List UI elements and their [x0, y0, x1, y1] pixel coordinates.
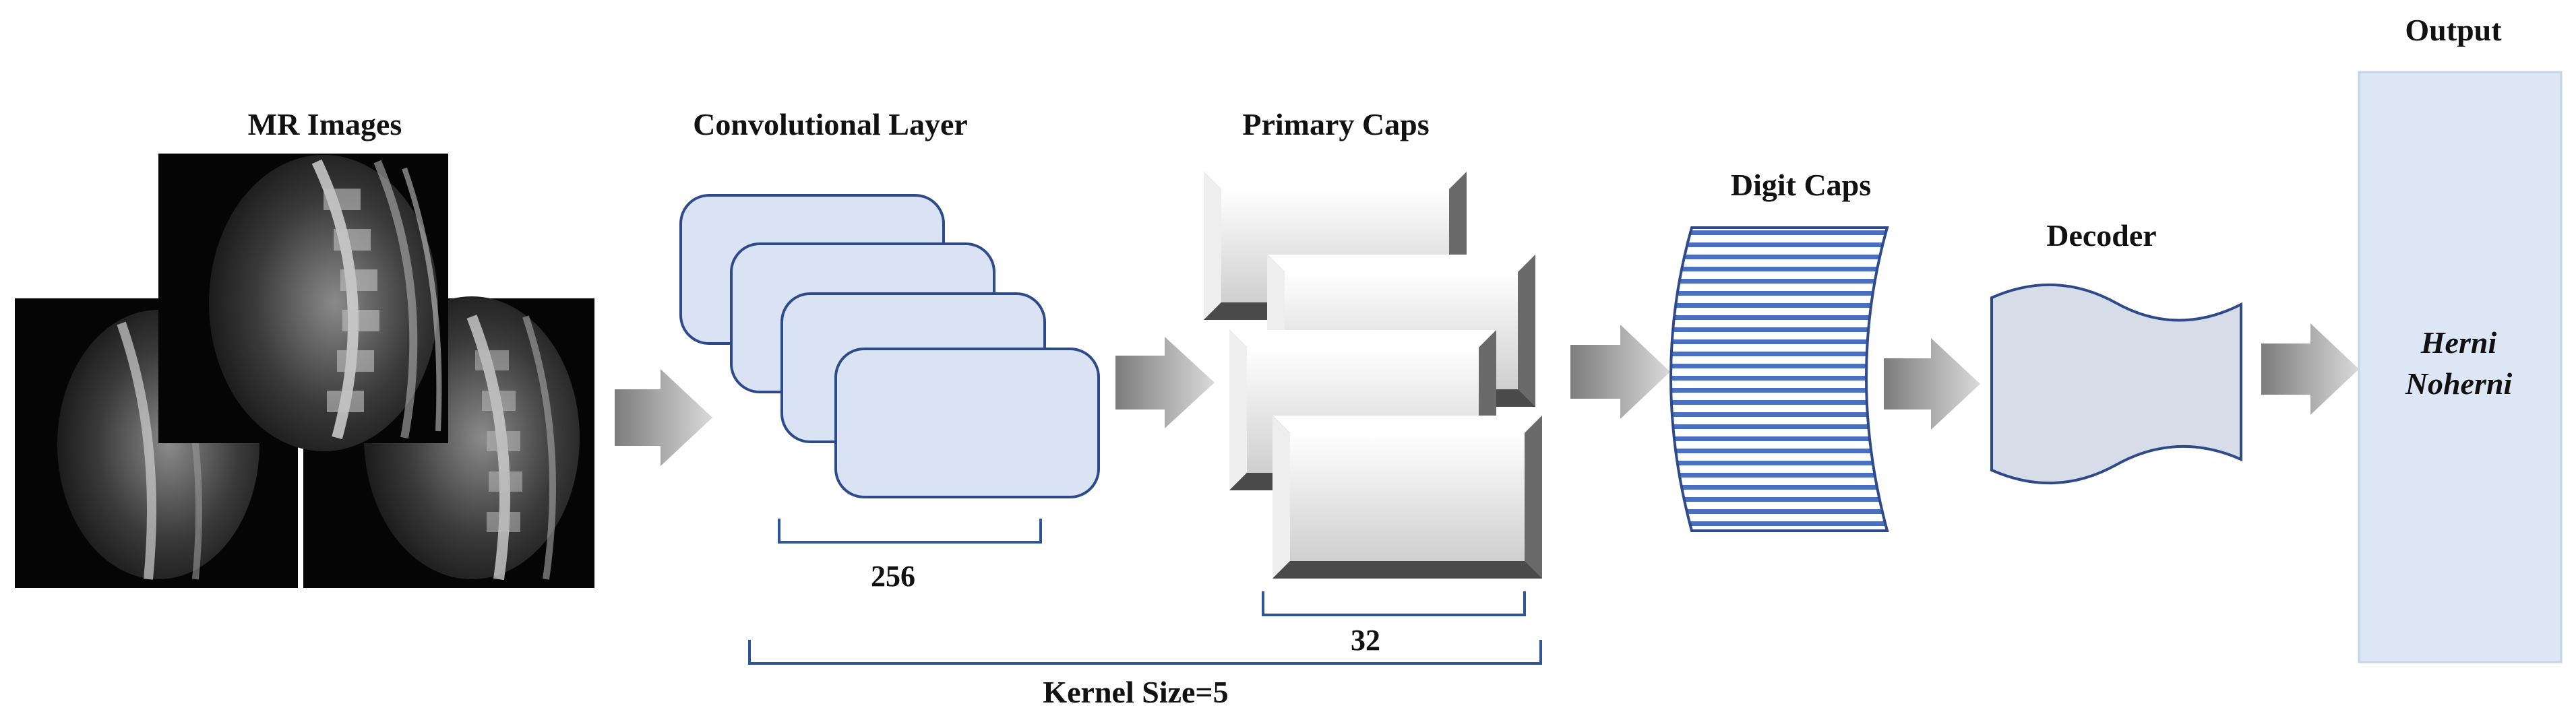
count-256-label: 256 [871, 560, 915, 593]
mri-image-top [158, 154, 448, 451]
output-class-noherni: Noherni [2405, 366, 2513, 401]
digit-caps-shape [1669, 226, 1889, 532]
right-arrow-icon [1884, 338, 1980, 430]
bracket-32 [1262, 591, 1526, 616]
right-arrow-icon [615, 369, 712, 466]
conv-feature-map [834, 348, 1100, 498]
bracket-kernel [748, 640, 1542, 665]
decoder-label: Decoder [2046, 218, 2156, 253]
output-label: Output [2405, 13, 2502, 47]
decoder-shape [1990, 283, 2242, 485]
output-class-herni: Herni [2420, 325, 2497, 360]
primary-capsule [1272, 416, 1542, 579]
primary-caps-group: Primary Caps [1204, 107, 1542, 657]
right-arrow-icon [1570, 325, 1670, 419]
digit-caps-group: Digit Caps [1669, 168, 1889, 532]
conv-layer-label: Convolutional Layer [693, 107, 968, 141]
right-arrow-icon [1115, 337, 1215, 428]
output-panel [2358, 71, 2563, 663]
count-32-label: 32 [1351, 624, 1380, 657]
right-arrow-icon [2261, 323, 2359, 415]
kernel-size-label: Kernel Size=5 [1043, 675, 1228, 709]
primary-caps-label: Primary Caps [1242, 107, 1429, 141]
mr-images-group: MR Images [15, 107, 594, 588]
mr-images-label: MR Images [248, 107, 402, 141]
conv-layer-group: Convolutional Layer 256 [679, 107, 1100, 593]
digit-caps-label: Digit Caps [1731, 168, 1871, 202]
decoder-group: Decoder [1990, 218, 2242, 485]
output-group: Output Herni Noherni [2358, 13, 2563, 663]
bracket-256 [778, 519, 1042, 544]
